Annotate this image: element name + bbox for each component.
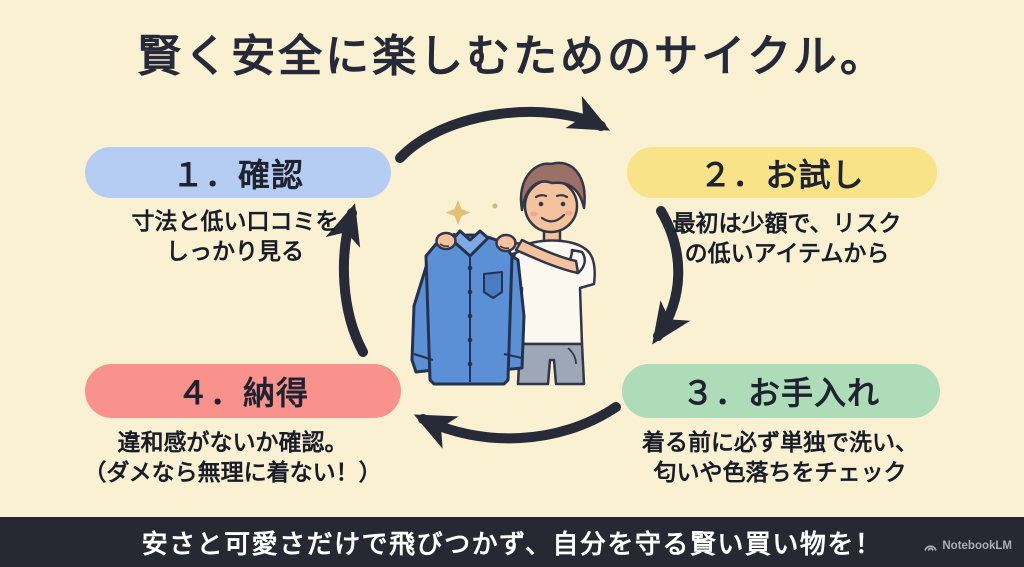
step-4-description: 違和感がないか確認。 （ダメなら無理に着ない！） [60, 427, 405, 488]
arrow-step3-to-step4 [413, 402, 621, 449]
step-3-pill: ３．お手入れ [622, 364, 940, 418]
step-1-desc-line1: 寸法と低い口コミを [131, 208, 339, 234]
bottom-banner: 安さと可愛さだけで飛びつかず、自分を守る賢い買い物を！ [0, 517, 1024, 567]
step-2-description: 最初は少額で、リスク の低いアイテムから [632, 208, 942, 269]
step-1-pill: １．確認 [85, 147, 391, 198]
notebooklm-label: NotebookLM [942, 540, 1012, 552]
step-2-desc-line1: 最初は少額で、リスク [672, 210, 902, 236]
step-2-pill: ２．お試し [627, 147, 937, 198]
arrow-step1-to-step2 [395, 95, 611, 163]
step-1-description: 寸法と低い口コミを しっかり見る [55, 206, 415, 267]
step-2-desc-line2: の低いアイテムから [684, 240, 890, 267]
step-1-desc-line2: しっかり見る [166, 238, 304, 265]
step-3-desc-line2: 匂いや色落ちをチェック [653, 459, 907, 486]
step-4-desc-line1: 違和感がないか確認。 [117, 429, 348, 455]
step-4-pill: ４．納得 [85, 364, 401, 418]
sparkle-icon [445, 200, 471, 225]
step-3-description: 着る前に必ず単独で洗い、 匂いや色落ちをチェック [605, 427, 955, 488]
man-holding-blue-shirt-illustration [410, 161, 596, 386]
page-title: 賢く安全に楽しむためのサイクル。 [137, 32, 887, 81]
step-4-desc-line2: （ダメなら無理に着ない！） [83, 459, 382, 486]
notebooklm-logo-icon [924, 545, 937, 551]
step-3-desc-line1: 着る前に必ず単独で洗い、 [642, 429, 918, 455]
notebooklm-watermark: NotebookLM [924, 540, 1012, 552]
banner-message: 安さと可愛さだけで飛びつかず、自分を守る賢い買い物を！ [141, 528, 883, 559]
